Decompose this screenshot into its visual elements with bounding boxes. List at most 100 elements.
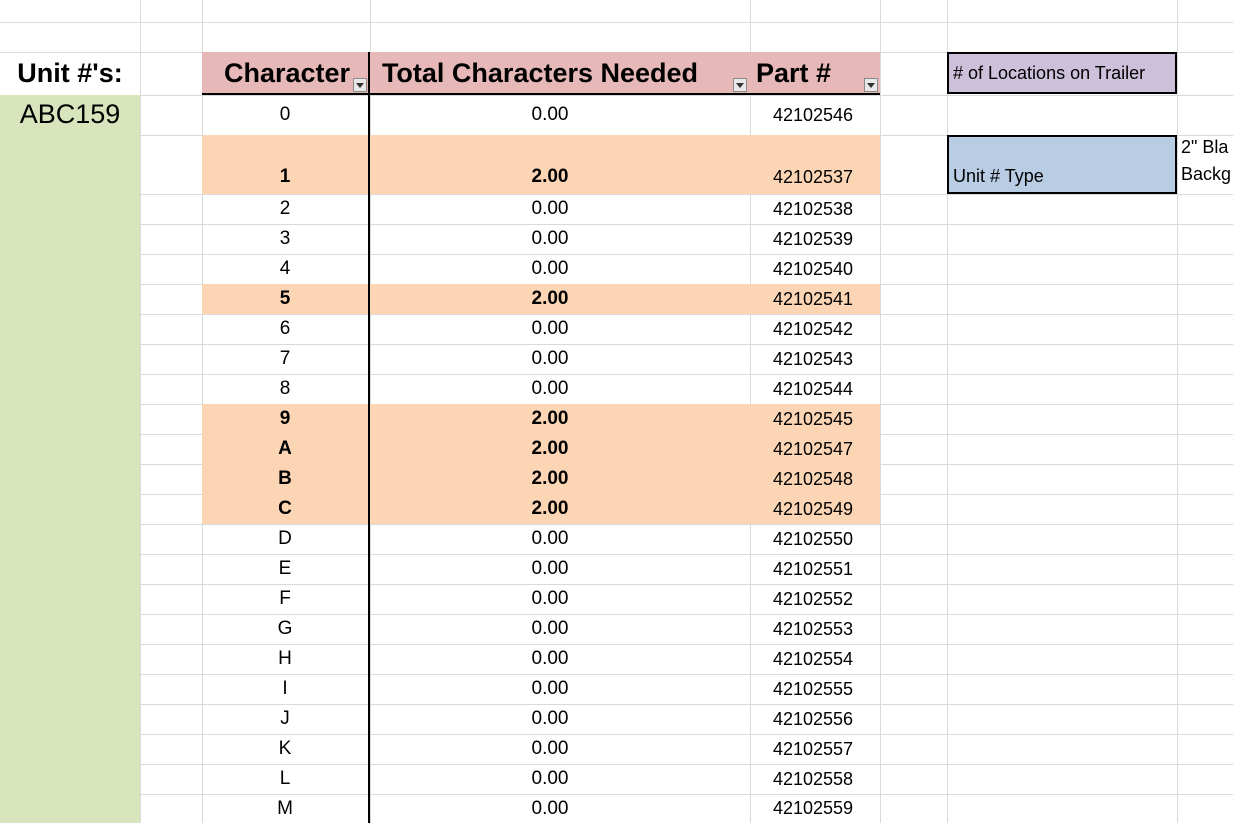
column-gridline (947, 0, 948, 823)
cell-part-number[interactable]: 42102545 (772, 408, 854, 429)
cell-character[interactable]: C (278, 498, 292, 519)
cell-total-needed[interactable]: 0.00 (531, 738, 569, 759)
row-gridline (0, 794, 1233, 795)
cell-character[interactable]: F (279, 588, 291, 609)
cell-total-needed[interactable]: 2.00 (531, 438, 569, 459)
cell-total-needed[interactable]: 2.00 (531, 498, 569, 519)
cell-character[interactable]: 8 (279, 378, 291, 399)
character-filter-dropdown[interactable] (353, 78, 367, 92)
cell-character[interactable]: H (278, 648, 292, 669)
cell-total-needed[interactable]: 0.00 (531, 228, 569, 249)
cell-part-number[interactable]: 42102557 (772, 738, 854, 759)
cell-character[interactable]: 3 (279, 228, 291, 249)
cell-part-number[interactable]: 42102554 (772, 648, 854, 669)
cell-total-needed[interactable]: 0.00 (531, 198, 569, 219)
cell-total-needed[interactable]: 0.00 (531, 678, 569, 699)
row-gridline (0, 524, 1233, 525)
cell-part-number[interactable]: 42102542 (772, 318, 854, 339)
cell-total-needed[interactable]: 0.00 (531, 528, 569, 549)
header-part-number[interactable]: Part # (756, 57, 832, 88)
unit-type-value-line2[interactable]: Backg (1181, 163, 1232, 184)
row-gridline (0, 194, 1233, 195)
cell-total-needed[interactable]: 0.00 (531, 797, 569, 819)
cell-character[interactable]: 0 (279, 104, 291, 125)
row-gridline (0, 95, 1233, 96)
cell-part-number[interactable]: 42102551 (772, 558, 854, 579)
cell-character[interactable]: B (278, 468, 292, 489)
cell-total-needed[interactable]: 0.00 (531, 318, 569, 339)
locations-on-trailer-label[interactable]: # of Locations on Trailer (947, 52, 1177, 94)
cell-total-needed[interactable]: 0.00 (531, 258, 569, 279)
cell-character[interactable]: G (277, 618, 293, 639)
cell-character[interactable]: 9 (279, 408, 291, 429)
cell-total-needed[interactable]: 0.00 (531, 104, 569, 125)
cell-total-needed[interactable]: 2.00 (531, 408, 569, 429)
cell-part-number[interactable]: 42102555 (772, 678, 854, 699)
unit-label[interactable]: Unit #'s: (17, 57, 123, 88)
cell-character[interactable]: I (282, 678, 288, 699)
cell-part-number[interactable]: 42102552 (772, 588, 854, 609)
row-gridline (0, 764, 1233, 765)
highlight-row-fill (202, 434, 880, 464)
cell-part-number[interactable]: 42102558 (772, 768, 854, 789)
cell-part-number[interactable]: 42102547 (772, 438, 854, 459)
cell-part-number[interactable]: 42102548 (772, 468, 854, 489)
row-gridline (0, 224, 1233, 225)
part-filter-dropdown[interactable] (864, 78, 878, 92)
cell-character[interactable]: A (278, 438, 292, 459)
header-character[interactable]: Character (223, 57, 351, 88)
cell-total-needed[interactable]: 2.00 (531, 288, 569, 309)
cell-total-needed[interactable]: 0.00 (531, 558, 569, 579)
cell-part-number[interactable]: 42102539 (772, 228, 854, 249)
highlight-row-fill (202, 464, 880, 494)
cell-character[interactable]: 5 (279, 288, 291, 309)
row-gridline (0, 314, 1233, 315)
row-gridline (0, 22, 1233, 23)
cell-total-needed[interactable]: 0.00 (531, 648, 569, 669)
header-bottom-border (202, 93, 880, 95)
cell-part-number[interactable]: 42102543 (772, 348, 854, 369)
cell-character[interactable]: 4 (279, 258, 291, 279)
cell-part-number[interactable]: 42102544 (772, 378, 854, 399)
cell-character[interactable]: M (277, 797, 293, 819)
row-gridline (0, 254, 1233, 255)
cell-character[interactable]: 7 (279, 348, 291, 369)
total-filter-dropdown[interactable] (733, 78, 747, 92)
cell-part-number[interactable]: 42102540 (772, 258, 854, 279)
cell-part-number[interactable]: 42102553 (772, 618, 854, 639)
cell-character[interactable]: J (280, 708, 290, 729)
highlight-row-fill (202, 404, 880, 434)
cell-total-needed[interactable]: 0.00 (531, 708, 569, 729)
cell-character[interactable]: 1 (279, 166, 291, 187)
cell-total-needed[interactable]: 2.00 (531, 468, 569, 489)
cell-part-number[interactable]: 42102546 (772, 104, 854, 125)
cell-character[interactable]: L (279, 768, 291, 789)
cell-part-number[interactable]: 42102559 (772, 798, 854, 818)
cell-part-number[interactable]: 42102537 (772, 166, 854, 187)
cell-total-needed[interactable]: 2.00 (531, 166, 569, 187)
unit-value[interactable]: ABC159 (19, 98, 121, 129)
cell-total-needed[interactable]: 0.00 (531, 378, 569, 399)
dropdown-arrow-icon (356, 82, 364, 88)
unit-type-value-line1[interactable]: 2" Bla (1181, 136, 1229, 157)
row-gridline (0, 374, 1233, 375)
cell-total-needed[interactable]: 0.00 (531, 588, 569, 609)
cell-total-needed[interactable]: 0.00 (531, 348, 569, 369)
header-total-characters-needed[interactable]: Total Characters Needed (381, 57, 699, 88)
cell-part-number[interactable]: 42102538 (772, 198, 854, 219)
cell-part-number[interactable]: 42102550 (772, 528, 854, 549)
unit-type-label[interactable]: Unit # Type (947, 135, 1177, 194)
row-gridline (0, 704, 1233, 705)
cell-part-number[interactable]: 42102549 (772, 498, 854, 519)
cell-character[interactable]: 2 (279, 198, 291, 219)
cell-character[interactable]: E (278, 558, 292, 579)
cell-total-needed[interactable]: 0.00 (531, 768, 569, 789)
highlight-row-fill (202, 284, 880, 314)
cell-part-number[interactable]: 42102556 (772, 708, 854, 729)
cell-character[interactable]: K (278, 738, 292, 759)
cell-character[interactable]: D (278, 528, 292, 549)
cell-part-number[interactable]: 42102541 (772, 288, 854, 309)
cell-character[interactable]: 6 (279, 318, 291, 339)
cell-total-needed[interactable]: 0.00 (531, 618, 569, 639)
